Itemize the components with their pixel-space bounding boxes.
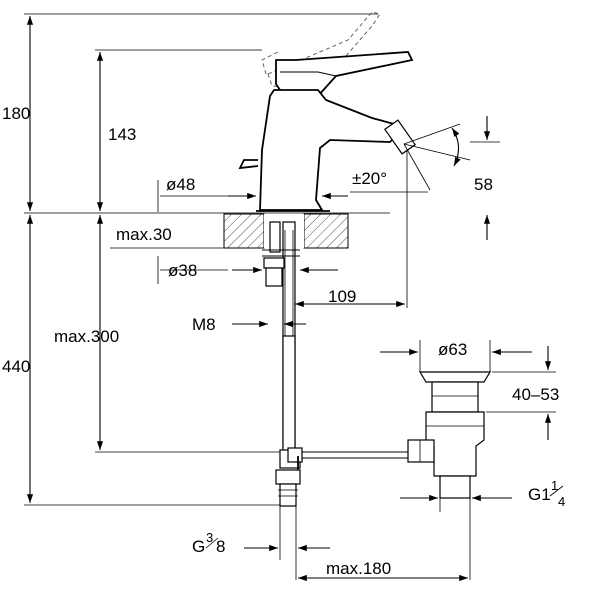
dim-m8: M8 [192, 315, 306, 334]
dim-angle-label: ±20° [352, 169, 387, 188]
dim-g114-num: 1 [551, 478, 558, 493]
drain-assembly [407, 371, 492, 499]
dim-58: 58 [470, 116, 500, 240]
dim-max30-label: max.30 [116, 225, 172, 244]
dim-4053-label: 40–53 [512, 385, 559, 404]
dim-d38-label: ø38 [168, 261, 197, 280]
dim-4053: 40–53 [486, 346, 559, 440]
dim-max180-label: max.180 [326, 559, 391, 578]
popup-rod [287, 447, 410, 470]
dim-d38: ø38 [157, 256, 338, 284]
dim-max30: max.30 [110, 225, 264, 249]
dim-g38: G 3 8 [192, 506, 330, 580]
dim-d63: ø63 [380, 340, 532, 372]
dim-109: 109 [295, 150, 408, 308]
dim-g114: G1 1 4 [400, 476, 565, 580]
dim-g38-num: 3 [206, 530, 213, 545]
dim-180: 180 [2, 16, 34, 211]
dim-109-label: 109 [328, 287, 356, 306]
reference-lines [24, 13, 390, 506]
dim-d48-label: ø48 [166, 175, 195, 194]
dim-g114-den: 4 [558, 494, 565, 509]
dim-g38-den: 8 [216, 537, 225, 556]
dim-440: 440 [2, 215, 34, 503]
dim-143-label: 143 [108, 125, 136, 144]
dim-143: 143 [96, 52, 136, 211]
dim-g114-main: G1 [528, 485, 551, 504]
dim-m8-label: M8 [192, 315, 216, 334]
faucet-body [238, 51, 416, 212]
dim-440-label: 440 [2, 357, 30, 376]
dim-d63-label: ø63 [438, 340, 467, 359]
dim-max180: max.180 [298, 559, 468, 582]
dim-d48: ø48 [157, 175, 348, 212]
dim-max300-label: max.300 [54, 327, 119, 346]
dim-58-label: 58 [474, 175, 493, 194]
dim-180-label: 180 [2, 104, 30, 123]
mounting-assembly [262, 221, 301, 507]
dim-angle: ±20° [350, 123, 471, 193]
dim-g38-main: G [192, 537, 205, 556]
dim-max300: max.300 [54, 215, 119, 450]
